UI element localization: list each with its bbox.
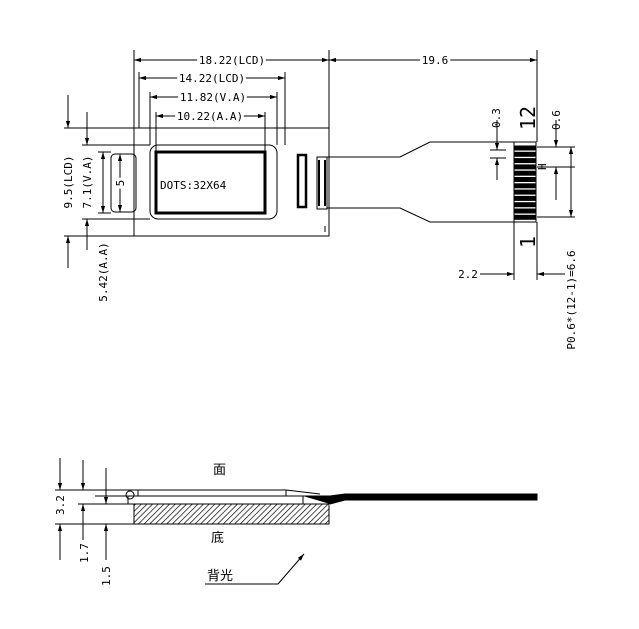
dim-aa-height: 5.42(A.A) (97, 242, 110, 302)
fpc-pin (514, 164, 536, 170)
side-view (55, 458, 538, 585)
fpc-pin (514, 177, 536, 182)
fpc-pin (514, 151, 536, 157)
dim-fpc-tail: 2.2 (458, 268, 478, 281)
dim-aa-width: 10.22(A.A) (177, 110, 243, 123)
dim-va-height: 7.1(V.A) (81, 156, 94, 209)
fpc-pin (514, 214, 536, 220)
dim-inner-height: 5 (114, 180, 127, 187)
fpc-pin (514, 145, 536, 151)
dim-pin-gap: 0.3 (490, 108, 503, 128)
dots-label: DOTS:32X64 (160, 179, 227, 192)
dim-backlight-thickness: 1.5 (100, 566, 113, 586)
dim-total-thickness: 3.2 (54, 495, 67, 515)
fpc-pin (514, 158, 536, 164)
backlight-layer (133, 503, 330, 525)
face-label: 面 (213, 463, 226, 478)
fpc-pin (514, 170, 536, 176)
dim-fpc-length: 19.6 (422, 54, 449, 67)
fpc-pins (514, 145, 536, 220)
pin-h-mark: H (536, 163, 549, 170)
pin-first-label: 1 (516, 236, 540, 248)
bottom-label: 底 (211, 530, 224, 546)
viewing-area-outline (149, 144, 278, 220)
pin-count-label: 12 (516, 106, 540, 130)
dim-lcd-width: 18.22(LCD) (199, 54, 265, 67)
fpc-bond (316, 156, 328, 210)
dim-glass-thickness: 1.7 (78, 543, 91, 563)
backlight-label: 背光 (207, 569, 233, 584)
fpc-pin (514, 195, 536, 201)
glass-top (137, 489, 287, 497)
glass-bottom (127, 495, 304, 505)
fpc-pin (514, 189, 536, 195)
active-area (154, 150, 267, 215)
dim-pin-end: 0.6 (550, 110, 563, 130)
dim-lcd-height: 9.5(LCD) (62, 156, 75, 209)
dim-va-width: 11.82(V.A) (180, 91, 246, 104)
dim-pin-pitch: P0.6*(12-1)=6.6 (565, 250, 578, 349)
fpc-cable (327, 141, 514, 158)
fpc-pin (514, 208, 536, 214)
dim-lcd-outer: 14.22(LCD) (179, 72, 245, 85)
connector-block (296, 153, 308, 209)
fpc-pin (514, 183, 536, 189)
left-window (110, 153, 137, 213)
fpc-pin (514, 202, 536, 208)
top-view (64, 50, 575, 280)
lcd-outline (133, 127, 330, 237)
